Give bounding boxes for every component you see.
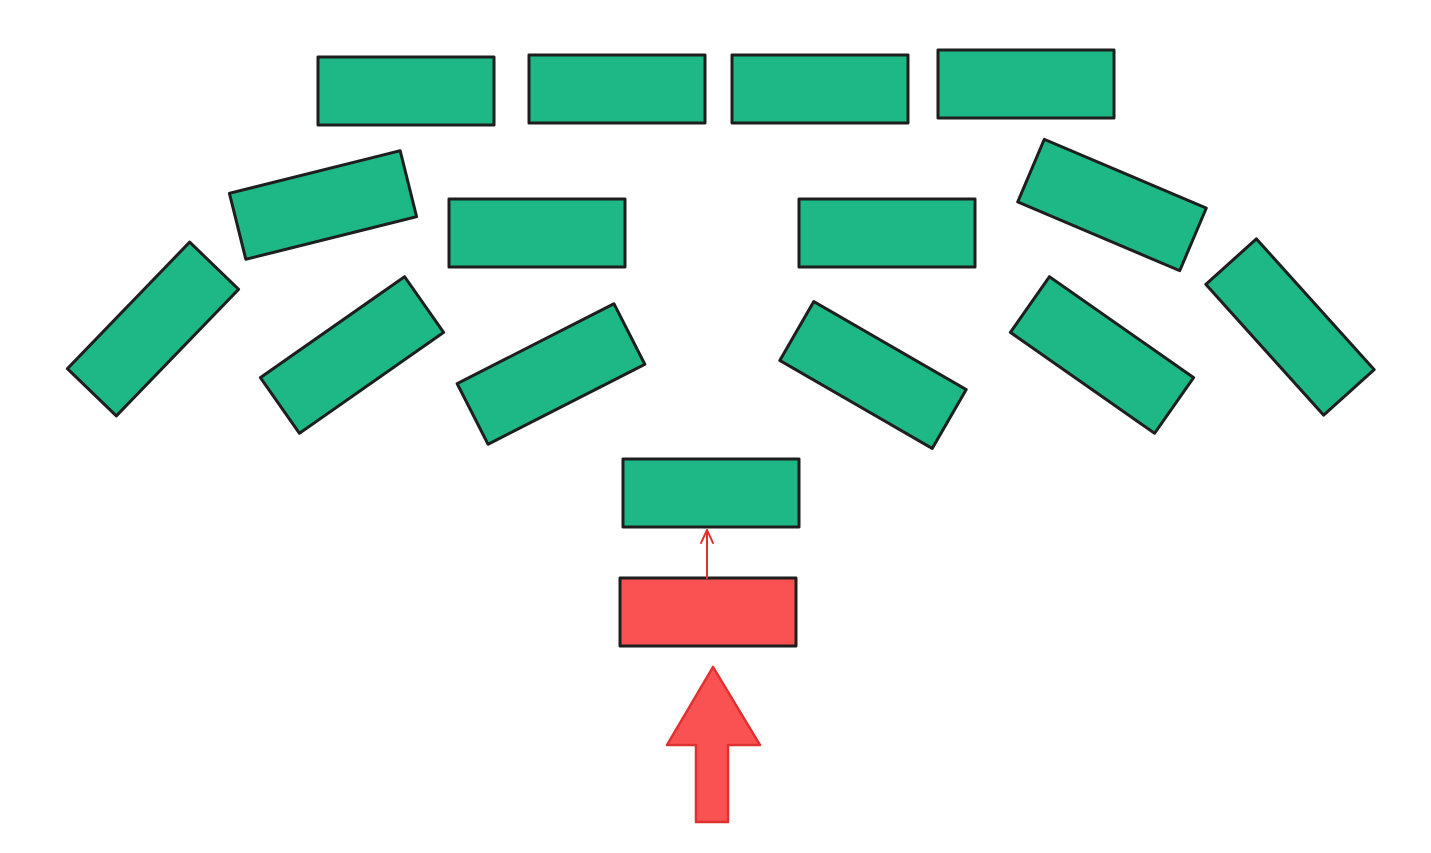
block-upper-left-center [447,197,627,269]
block-upper-right-center [797,197,977,269]
markers-layer [665,665,762,824]
big-up-arrow-icon [665,665,762,824]
block-top-4 [936,48,1116,120]
block-upper-right-tilted [1016,137,1208,273]
block-outer-right-diagonal [1204,237,1376,417]
block-mid-right-diagonal [1008,275,1196,435]
block-mid-left-diagonal [258,275,446,435]
block-upper-left-tilted [227,149,419,261]
connectors-layer [700,529,714,579]
block-target [621,457,801,529]
block-outer-left-diagonal [65,240,241,418]
block-top-2 [527,53,707,125]
block-inner-right-diagonal [778,300,968,450]
small-arrow-up [700,529,714,579]
block-top-1 [316,55,496,127]
block-top-3 [730,53,910,125]
blocks-layer [65,48,1376,648]
block-inner-left-diagonal [455,302,647,446]
block-source [618,576,798,648]
